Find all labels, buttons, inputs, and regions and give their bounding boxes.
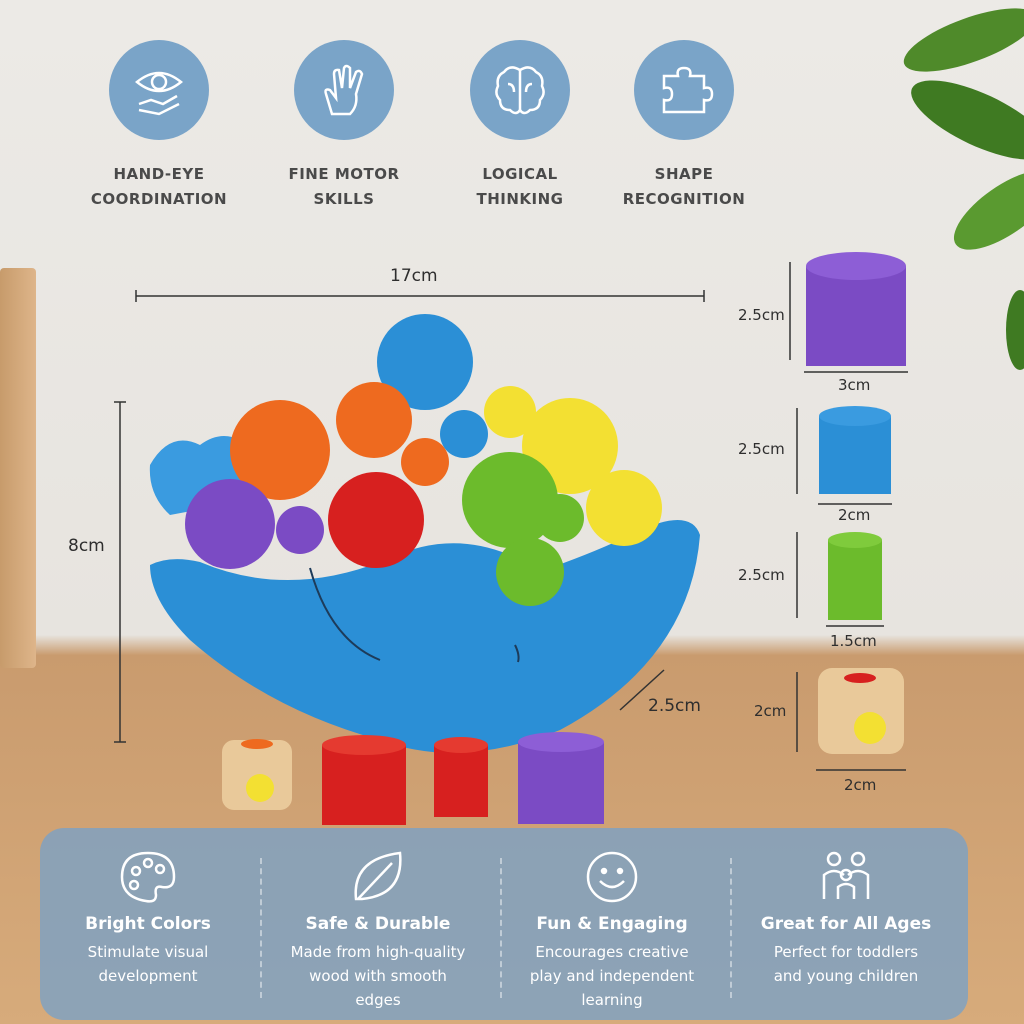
benefit-bright-colors: Bright Colors Stimulate visual developme…	[32, 846, 264, 988]
feature-label: LOGICAL THINKING	[476, 165, 564, 208]
feature-label: FINE MOTOR SKILLS	[288, 165, 400, 208]
family-icon	[730, 846, 962, 908]
divider	[260, 858, 262, 998]
hand-icon	[294, 40, 394, 140]
feature-logical: LOGICAL THINKING	[435, 40, 605, 212]
piece-height-label: 2.5cm	[738, 306, 785, 324]
depth-label: 2.5cm	[648, 696, 701, 716]
plant-leaves	[903, 8, 1024, 370]
benefit-title: Safe & Durable	[305, 914, 451, 934]
divider	[500, 858, 502, 998]
piece-width-label: 1.5cm	[830, 632, 877, 650]
piece-height-label: 2.5cm	[738, 440, 785, 458]
benefit-fun-engaging: Fun & Engaging Encourages creative play …	[496, 846, 728, 1012]
benefit-title: Fun & Engaging	[536, 914, 688, 934]
smile-icon	[496, 846, 728, 908]
balance-moon-toy	[149, 314, 700, 825]
palette-icon	[32, 846, 264, 908]
benefit-all-ages: Great for All Ages Perfect for toddlers …	[730, 846, 962, 988]
benefit-title: Great for All Ages	[760, 914, 932, 934]
benefit-desc: Encourages creative play and independent…	[529, 943, 695, 1009]
piece-width-label: 2cm	[844, 776, 877, 794]
piece-width-label: 3cm	[838, 376, 871, 394]
size-pieces	[806, 252, 906, 754]
feature-shape: SHAPE RECOGNITION	[599, 40, 769, 212]
benefit-safe-durable: Safe & Durable Made from high-quality wo…	[262, 846, 494, 1012]
benefit-desc: Perfect for toddlers and young children	[773, 943, 919, 985]
width-label: 17cm	[390, 266, 438, 286]
puzzle-icon	[634, 40, 734, 140]
piece-height-label: 2.5cm	[738, 566, 785, 584]
feature-fine-motor: FINE MOTOR SKILLS	[259, 40, 429, 212]
height-label: 8cm	[68, 536, 105, 556]
brain-icon	[470, 40, 570, 140]
benefit-desc: Stimulate visual development	[87, 943, 209, 985]
feature-label: HAND-EYE COORDINATION	[90, 165, 228, 208]
piece-width-label: 2cm	[838, 506, 871, 524]
benefit-desc: Made from high-quality wood with smooth …	[290, 943, 466, 1009]
feature-hand-eye: HAND-EYE COORDINATION	[74, 40, 244, 212]
eye-hand-icon	[109, 40, 209, 140]
piece-height-label: 2cm	[754, 702, 787, 720]
divider	[730, 858, 732, 998]
feature-label: SHAPE RECOGNITION	[622, 165, 746, 208]
benefit-title: Bright Colors	[85, 914, 211, 934]
leaf-icon	[262, 846, 494, 908]
wooden-stand	[0, 268, 36, 668]
benefits-panel: Bright Colors Stimulate visual developme…	[40, 828, 968, 1020]
